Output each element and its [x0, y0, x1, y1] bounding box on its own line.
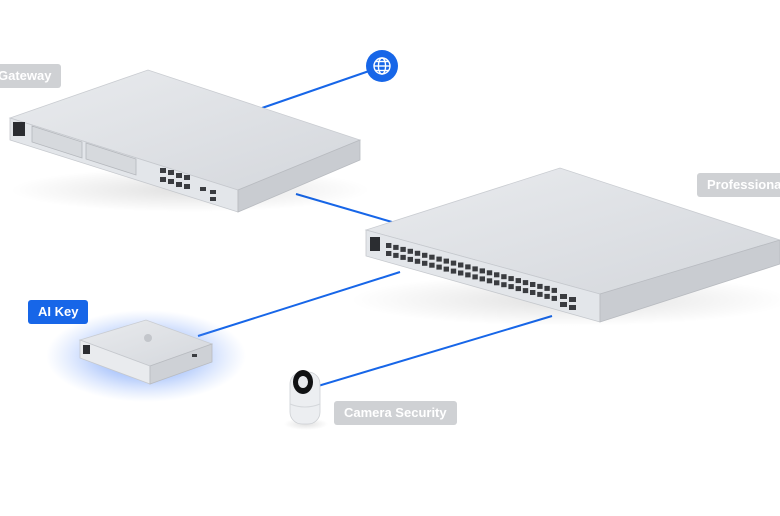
ai-key-port — [192, 354, 197, 357]
switch-port — [400, 254, 406, 260]
link-gateway-internet — [261, 69, 373, 109]
gateway-ports — [160, 168, 216, 201]
switch-port — [465, 272, 471, 278]
switch-port — [472, 274, 478, 280]
switch-port — [400, 246, 406, 252]
ai-key-label[interactable]: AI Key — [28, 300, 89, 324]
switch-port — [508, 276, 514, 282]
switch-sfp-ports — [560, 294, 576, 310]
switch-port — [501, 274, 507, 280]
switch-port — [443, 258, 449, 264]
switch-port — [436, 256, 442, 262]
switch-port — [386, 243, 392, 248]
switch-port — [386, 251, 392, 256]
gateway-device[interactable] — [8, 69, 370, 213]
switch-port — [422, 260, 428, 266]
switch-port — [458, 262, 464, 268]
switch-port — [472, 266, 478, 272]
switch-port — [530, 290, 536, 295]
switch-port — [494, 280, 500, 286]
switch-port — [537, 283, 543, 289]
internet-node[interactable] — [366, 50, 398, 82]
ai-key-display — [83, 345, 90, 354]
switch-port — [515, 286, 521, 292]
switch-port — [508, 284, 514, 290]
ai-key-logo — [144, 334, 152, 342]
switch-port — [443, 266, 449, 272]
switch-port — [422, 252, 428, 258]
switch-port — [429, 254, 435, 260]
switch-port — [544, 293, 550, 299]
professional-label[interactable]: Professional — [697, 173, 780, 197]
switch-port-grid — [386, 243, 557, 301]
gateway-display — [13, 122, 25, 136]
switch-port — [407, 256, 413, 262]
camera-security-label[interactable]: Camera Security — [334, 401, 457, 425]
switch-port — [544, 285, 550, 291]
drive-bay-2 — [85, 142, 137, 176]
switch-port — [465, 264, 471, 270]
link-camera-switch — [317, 315, 553, 387]
switch-port — [551, 295, 557, 301]
switch-port — [393, 244, 399, 250]
switch-port — [429, 262, 435, 268]
gateway-label[interactable]: Gateway — [0, 64, 62, 88]
ai-key-device[interactable] — [46, 310, 246, 402]
switch-port — [530, 282, 536, 287]
switch-port — [522, 280, 529, 286]
professional-switch[interactable] — [350, 167, 780, 326]
drive-bay-1 — [31, 125, 83, 159]
switch-display — [370, 237, 380, 251]
switch-port — [515, 278, 521, 284]
switch-port — [501, 282, 507, 288]
switch-port — [479, 268, 485, 274]
switch-port — [522, 288, 529, 294]
switch-port — [407, 248, 413, 254]
switch-port — [551, 287, 557, 293]
switch-port — [486, 278, 493, 284]
switch-port — [486, 270, 493, 276]
switch-port — [537, 291, 543, 297]
switch-port — [393, 252, 399, 258]
switch-port — [450, 268, 457, 274]
switch-port — [458, 270, 464, 276]
switch-port — [414, 258, 421, 264]
camera-device[interactable] — [284, 370, 328, 430]
switch-port — [414, 250, 421, 256]
switch-port — [479, 276, 485, 282]
switch-port — [450, 260, 457, 266]
switch-port — [436, 264, 442, 270]
globe-icon — [373, 57, 391, 75]
link-aikey-switch — [197, 271, 401, 337]
switch-port — [494, 272, 500, 278]
